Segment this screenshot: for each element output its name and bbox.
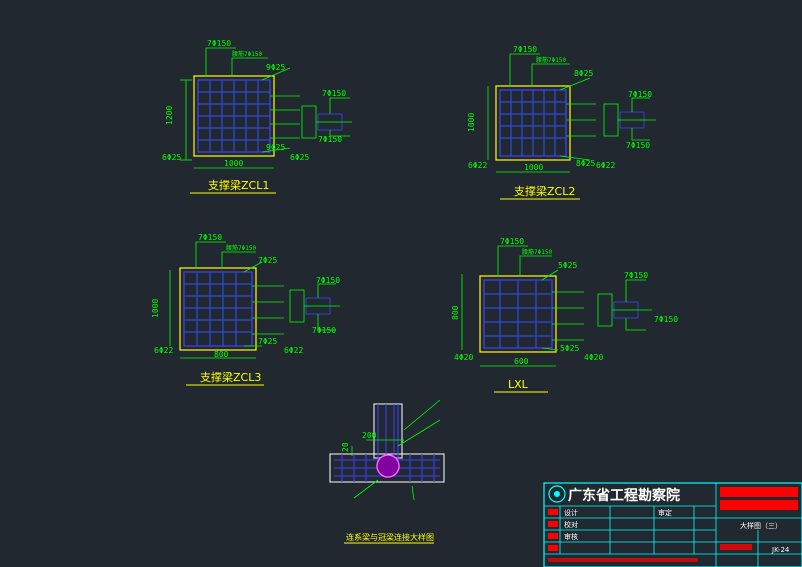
zcl3-bot-right2-label: 6Φ22 [284,346,303,355]
zcl1-waist-label: 腰筋7Φ150 [232,50,262,58]
drawing-name: 大样图（三） [740,521,782,530]
zcl3-bot-left-label: 6Φ22 [154,346,173,355]
lxl-side-detail [597,279,652,331]
zcl3-title: 支撑梁ZCL3 [200,370,261,384]
company-logo-icon [548,485,566,503]
lxl-outline [479,275,557,353]
zcl3-stirrup [183,271,253,347]
zcl3-height-dim: 1000 [151,299,160,318]
joint-detail: 200 20 连系梁与冠梁连接大样图 [329,399,445,544]
lxl-bot-right-label: 5Φ25 [560,344,579,353]
project-stamp-1 [720,487,798,497]
zcl1-top-right-label: 9Φ25 [266,63,285,72]
zcl1-side-label-2: 7Φ150 [318,135,342,144]
zcl1-bot-right-label: 9Φ25 [266,143,285,152]
zcl3-bot-right-label: 7Φ25 [258,337,277,346]
lxl-width-dim: 600 [514,357,529,366]
title-block: 广东省工程勘察院 大样图（三） JK-24 设计 校对 审核 审定 [543,482,802,567]
zcl3-waist-label: 腰筋7Φ150 [226,244,256,252]
project-stamp-2 [720,500,798,510]
zcl1-title: 支撑梁ZCL1 [208,178,269,192]
role-approve: 审定 [658,508,672,517]
zcl3-side-detail [289,283,340,331]
lxl-side-label-2: 7Φ150 [654,315,678,324]
zcl2-side-label: 7Φ150 [628,90,652,99]
zcl1-side-detail [301,97,352,139]
zcl2-top-right-label: 8Φ25 [574,69,593,78]
zcl1-bot-left-label: 6Φ25 [162,153,181,162]
zcl1-top-bar-label: 7Φ150 [207,39,231,48]
lxl-side-label: 7Φ150 [624,271,648,280]
red-mark-4 [548,545,558,551]
joint-node [376,454,400,478]
footer-stamp [548,558,698,562]
lxl-waist-label: 腰筋7Φ150 [522,248,552,256]
zcl2-height-dim: 1000 [467,113,476,132]
zcl2-title: 支撑梁ZCL2 [514,184,575,198]
zcl2-bot-right2-label: 6Φ22 [596,161,615,170]
red-mark-2 [548,521,558,527]
stamp-small [720,544,752,550]
zcl2-outline [495,85,571,161]
lxl-bot-left-label: 4Φ20 [454,353,473,362]
joint-dim-200: 200 [362,431,377,440]
lxl-top-right-label: 5Φ25 [558,261,577,270]
zcl2-waist-label: 腰筋7Φ150 [536,56,566,64]
red-mark-1 [548,509,558,515]
role-review: 审核 [564,532,578,541]
role-check: 校对 [564,520,578,529]
role-design: 设计 [564,508,578,517]
zcl3-top-right-label: 7Φ25 [258,256,277,265]
section-lxl: 7Φ150 腰筋7Φ150 5Φ25 5Φ25 7Φ150 7Φ150 800 … [451,237,678,393]
zcl2-top-bar-label: 7Φ150 [513,45,537,54]
lxl-height-dim: 800 [451,305,460,320]
zcl2-bot-right-label: 8Φ25 [576,159,595,168]
zcl3-side-label: 7Φ150 [316,276,340,285]
section-zcl2: 7Φ150 腰筋7Φ150 8Φ25 8Φ25 7Φ150 7Φ150 1000… [467,45,656,200]
zcl3-width-dim: 800 [214,350,229,359]
zcl1-width-dim: 1000 [224,159,243,168]
section-zcl1: 7Φ150 腰筋7Φ150 9Φ25 9Φ25 7Φ150 7Φ150 1200… [162,39,352,194]
zcl3-top-bar-label: 7Φ150 [198,233,222,242]
red-mark-3 [548,533,558,539]
zcl2-width-dim: 1000 [524,163,543,172]
zcl1-height-dim: 1200 [165,106,174,125]
zcl1-bot-right2-label: 6Φ25 [290,153,309,162]
zcl1-side-label: 7Φ150 [322,89,346,98]
lxl-top-bar-label: 7Φ150 [500,237,524,246]
zcl2-side-detail [603,97,656,141]
section-zcl3: 7Φ150 腰筋7Φ150 7Φ25 7Φ25 7Φ150 7Φ150 1000… [151,233,340,386]
sheet-number: JK-24 [771,546,790,554]
joint-title: 连系梁与冠梁连接大样图 [346,532,434,542]
zcl2-side-label-2: 7Φ150 [626,141,650,150]
joint-dim-20: 20 [341,442,350,452]
zcl3-outline [179,267,257,351]
zcl2-bot-left-label: 6Φ22 [468,161,487,170]
zcl1-outline [193,75,275,157]
zcl3-side-label-2: 7Φ150 [312,326,336,335]
lxl-bot-right2-label: 4Φ20 [584,353,603,362]
company-name: 广东省工程勘察院 [568,487,680,504]
lxl-title: LXL [508,378,529,391]
